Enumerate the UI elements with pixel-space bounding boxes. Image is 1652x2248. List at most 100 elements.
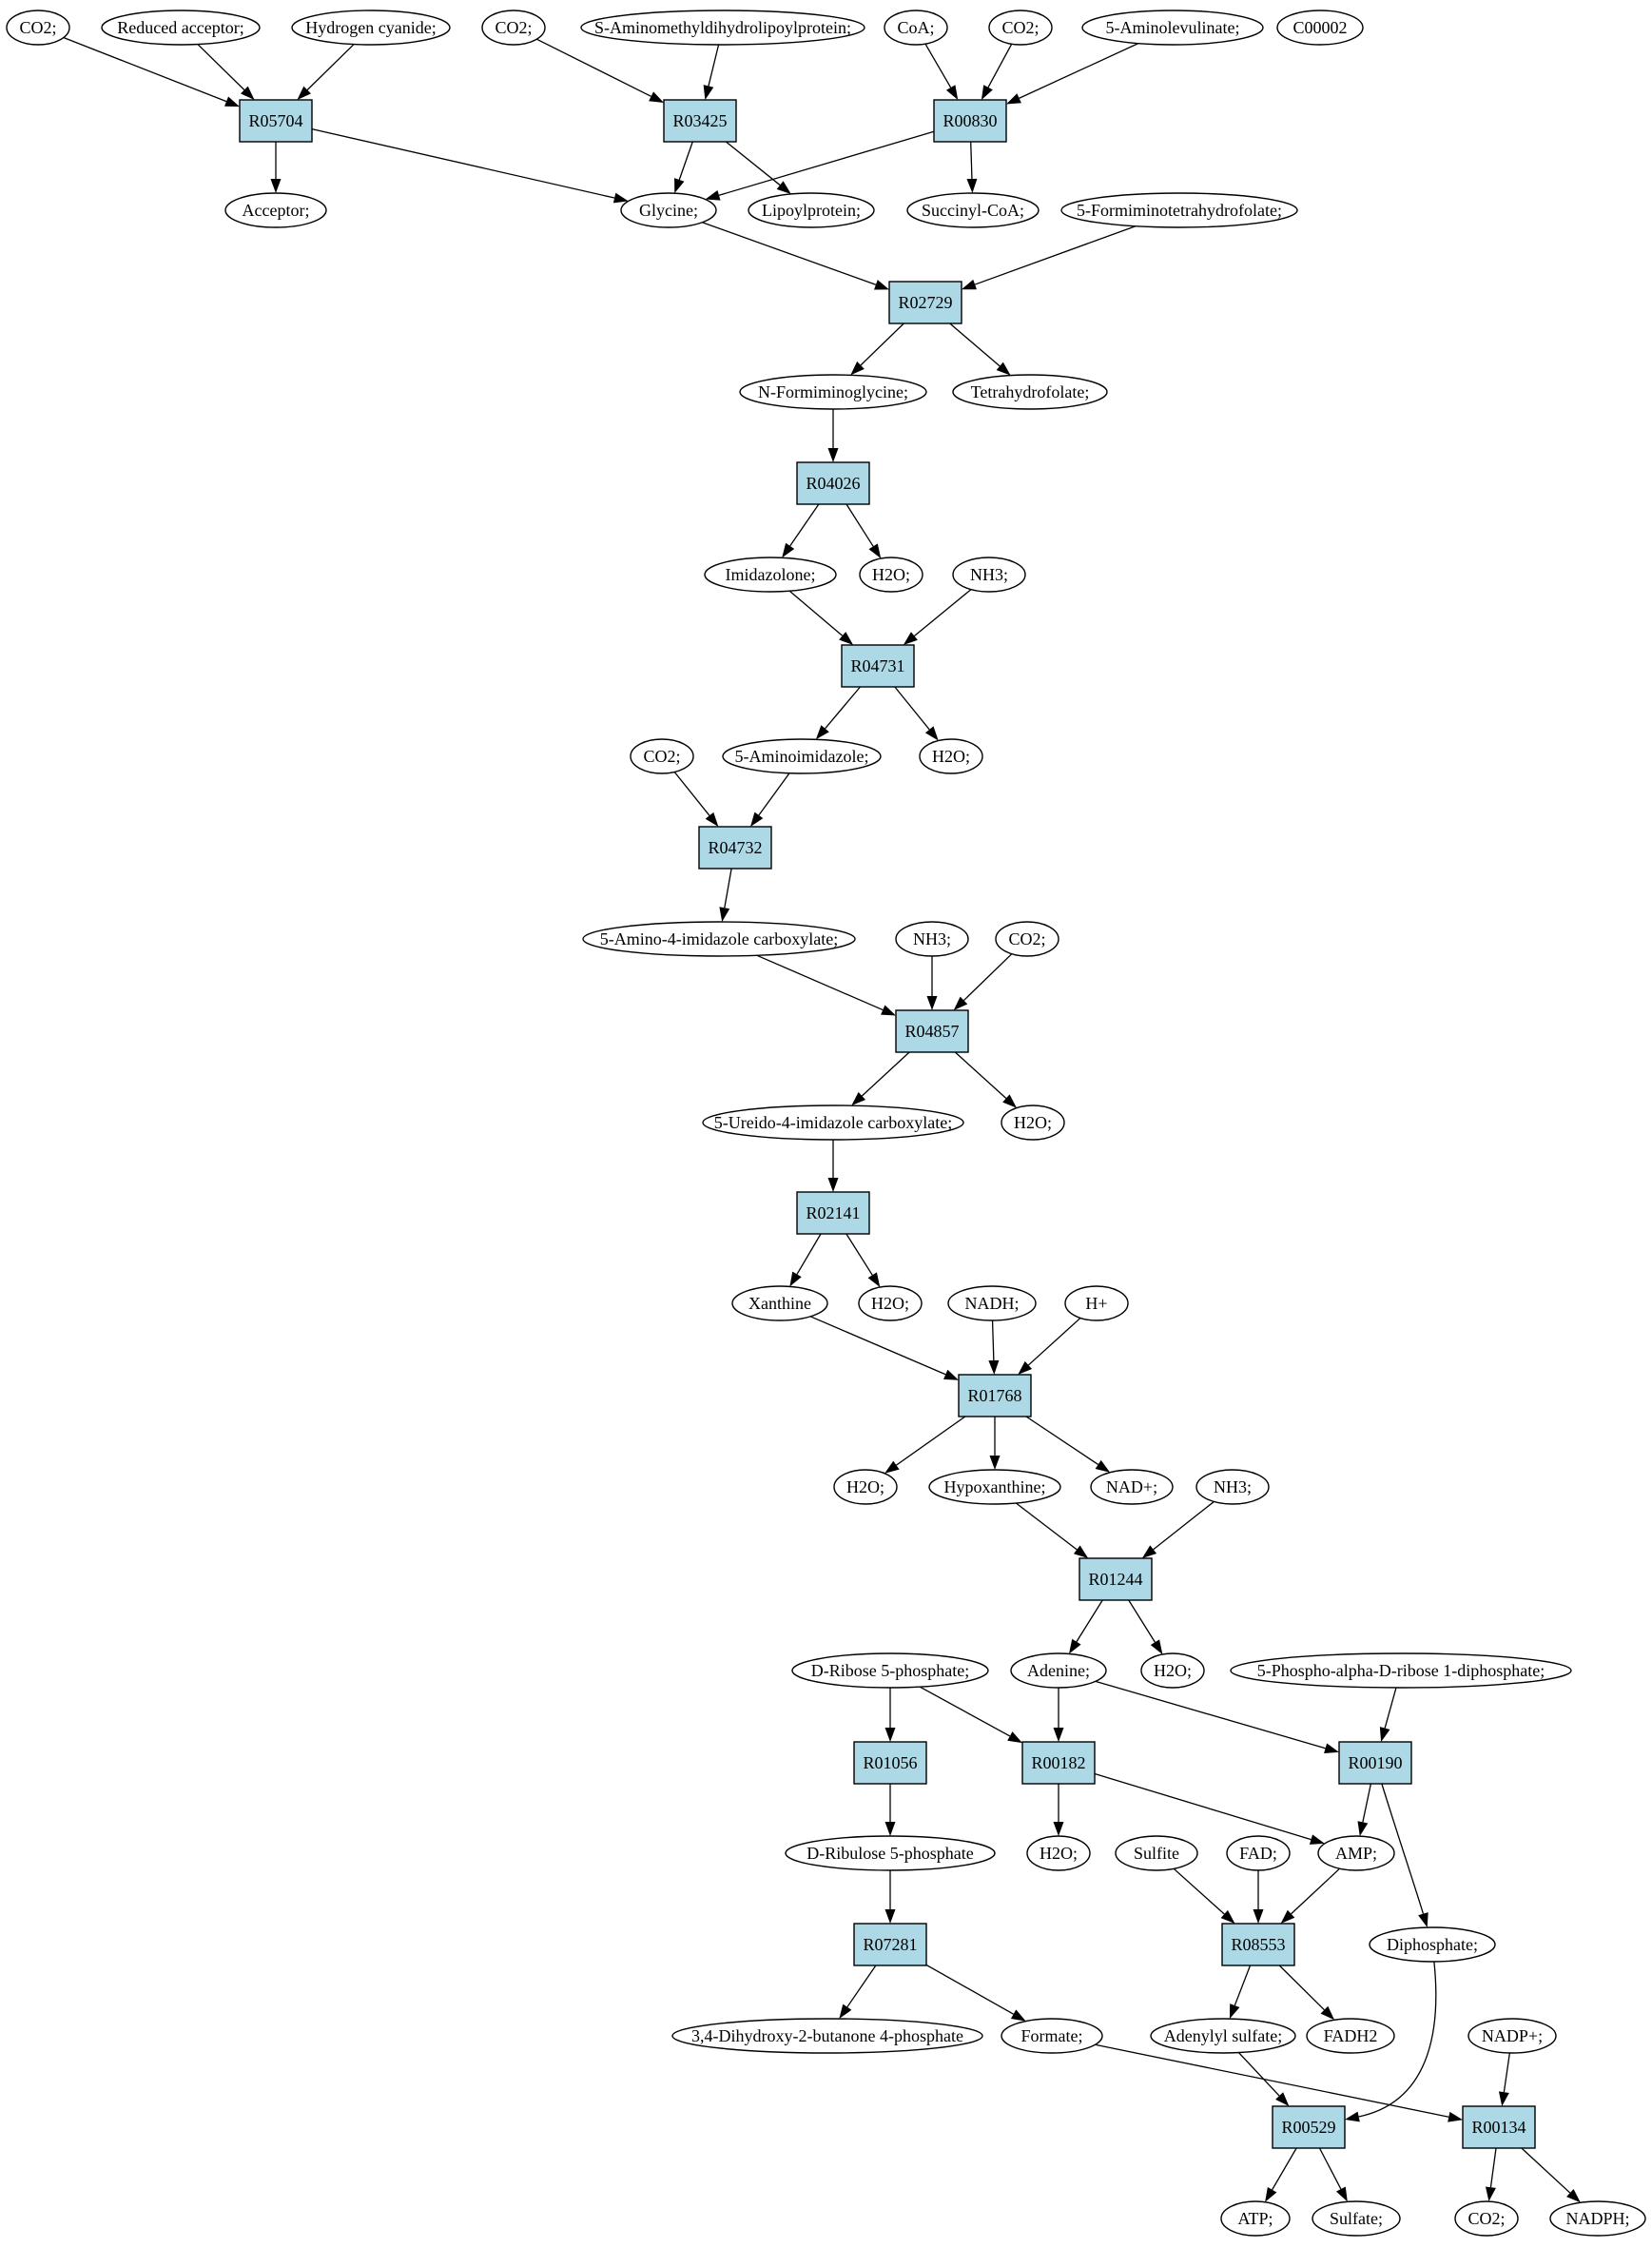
edge-m_hplus-to-r_R01768 xyxy=(1018,1317,1081,1375)
edge-line xyxy=(1291,1867,1341,1915)
arrow-head xyxy=(297,86,312,100)
arrow-head xyxy=(884,1728,896,1742)
metabolite-ellipse xyxy=(671,2018,983,2054)
arrow-head xyxy=(240,86,255,100)
metabolite-node-m_prpp: 5-Phospho-alpha-D-ribose 1-diphosphate; xyxy=(1230,1652,1572,1689)
node-label: CO2; xyxy=(1467,2209,1505,2228)
edge-m_dr5p-to-r_R01056 xyxy=(884,1688,896,1742)
edge-m_nfgly-to-r_R04026 xyxy=(827,409,839,462)
metabolite-node-m_5a4ic: 5-Amino-4-imidazole carboxylate; xyxy=(582,921,856,957)
arrow-head xyxy=(1485,2186,1496,2202)
edge-line xyxy=(825,686,861,730)
metabolite-ellipse xyxy=(1454,2200,1519,2237)
metabolite-node-m_lipoprot: Lipoylprotein; xyxy=(748,192,875,228)
edge-line xyxy=(1027,1317,1081,1366)
node-label: Adenine; xyxy=(1027,1661,1090,1680)
metabolite-ellipse xyxy=(291,10,451,46)
reaction-box xyxy=(853,1741,927,1785)
reaction-box xyxy=(698,826,772,870)
metabolite-node-m_hcn: Hydrogen cyanide; xyxy=(291,10,451,46)
node-label: R02141 xyxy=(806,1203,860,1222)
edge-line xyxy=(536,38,651,97)
edge-r_R00190-to-m_amp xyxy=(1357,1783,1372,1837)
edge-m_co2_d-to-r_R04732 xyxy=(673,772,719,827)
metabolite-node-m_amp: AMP; xyxy=(1317,1835,1395,1871)
metabolite-ellipse xyxy=(1001,2018,1103,2054)
edge-m_co2_a-to-r_R05704 xyxy=(63,36,240,108)
edge-r_R02141-to-m_xanthine xyxy=(789,1233,822,1287)
metabolite-ellipse xyxy=(1276,10,1364,46)
metabolite-node-m_nadpplus: NADP+; xyxy=(1467,2018,1557,2054)
edge-line xyxy=(1381,1783,1425,1914)
edge-m_5aimid-to-r_R04732 xyxy=(750,772,790,827)
node-label: R05704 xyxy=(248,111,302,130)
metabolite-ellipse xyxy=(1312,2200,1401,2237)
metabolite-ellipse xyxy=(919,738,983,774)
metabolite-node-m_dru5p: D-Ribulose 5-phosphate xyxy=(785,1835,996,1871)
reaction-node-r_R00529: R00529 xyxy=(1272,2105,1346,2149)
metabolite-node-m_co2_a: CO2; xyxy=(6,10,70,46)
reaction-node-r_R01244: R01244 xyxy=(1079,1557,1153,1601)
metabolite-ellipse xyxy=(952,374,1108,410)
metabolite-ellipse xyxy=(630,738,694,774)
edge-line xyxy=(678,141,693,181)
edge-m_adenylyl-to-r_R00529 xyxy=(1237,2052,1290,2106)
metabolite-node-m_34dhb: 3,4-Dihydroxy-2-butanone 4-phosphate xyxy=(671,2018,983,2054)
arrow-head xyxy=(1418,1912,1428,1928)
node-label: R01244 xyxy=(1088,1570,1142,1589)
edge-line xyxy=(718,130,935,196)
metabolite-ellipse xyxy=(1306,2018,1395,2054)
metabolite-node-m_h2o_e: H2O; xyxy=(833,1469,898,1505)
reaction-box xyxy=(895,1009,969,1053)
node-label: 5-Amino-4-imidazole carboxylate; xyxy=(600,929,838,948)
metabolite-ellipse xyxy=(481,10,546,46)
edge-m_co2_e-to-r_R04857 xyxy=(953,953,1013,1010)
arrow-head xyxy=(1280,1909,1295,1924)
node-label: H2O; xyxy=(932,747,970,766)
arrow-head xyxy=(839,632,854,645)
edge-line xyxy=(809,1316,946,1376)
edge-r_R04732-to-m_5a4ic xyxy=(719,868,732,923)
edge-r_R01768-to-m_nadplus xyxy=(1025,1416,1111,1473)
arrow-head xyxy=(789,1271,802,1287)
edge-r_R00830-to-m_succoa xyxy=(966,141,978,194)
metabolite-node-m_sulfite: Sulfite xyxy=(1115,1835,1198,1871)
reaction-node-r_R02141: R02141 xyxy=(796,1191,870,1235)
arrow-head xyxy=(815,725,829,740)
edge-m_samdlp-to-r_R03425 xyxy=(703,44,720,100)
metabolite-ellipse xyxy=(1060,192,1298,228)
edge-m_5fthf-to-r_R02729 xyxy=(962,225,1137,290)
metabolite-node-m_nh3_b: NH3; xyxy=(895,921,969,957)
node-label: R00134 xyxy=(1471,2118,1526,2137)
edge-line xyxy=(913,589,972,636)
reaction-box xyxy=(239,99,313,143)
arrow-head xyxy=(703,85,714,100)
metabolite-node-m_co2_d: CO2; xyxy=(630,738,694,774)
arrow-head xyxy=(884,1909,896,1924)
edge-m_diphos-to-r_R00529 xyxy=(1345,1961,1437,2122)
arrow-head xyxy=(1324,1743,1339,1754)
metabolite-ellipse xyxy=(1010,1652,1107,1689)
metabolite-node-m_xanthine: Xanthine xyxy=(731,1285,828,1321)
metabolite-node-m_h2o_b: H2O; xyxy=(919,738,983,774)
metabolite-node-m_h2o_g: H2O; xyxy=(1026,1835,1091,1871)
arrow-head xyxy=(884,1460,900,1474)
arrow-head xyxy=(884,1822,896,1836)
arrow-head xyxy=(1253,1909,1264,1924)
node-label: NH3; xyxy=(970,565,1008,584)
edge-line xyxy=(861,1051,910,1097)
arrow-head xyxy=(827,1178,839,1192)
arrow-head xyxy=(1336,2186,1348,2202)
edge-line xyxy=(1025,1416,1099,1465)
edge-line xyxy=(1362,1783,1372,1823)
node-label: R08553 xyxy=(1231,1935,1285,1954)
edge-line xyxy=(788,590,844,636)
edge-line xyxy=(1503,2052,1511,2093)
node-label: Formate; xyxy=(1021,2026,1083,2045)
arrow-head xyxy=(945,85,959,100)
metabolite-ellipse xyxy=(947,1285,1037,1321)
metabolite-ellipse xyxy=(1226,1835,1291,1871)
node-label: FAD; xyxy=(1239,1844,1277,1863)
reaction-box xyxy=(1272,2105,1346,2149)
